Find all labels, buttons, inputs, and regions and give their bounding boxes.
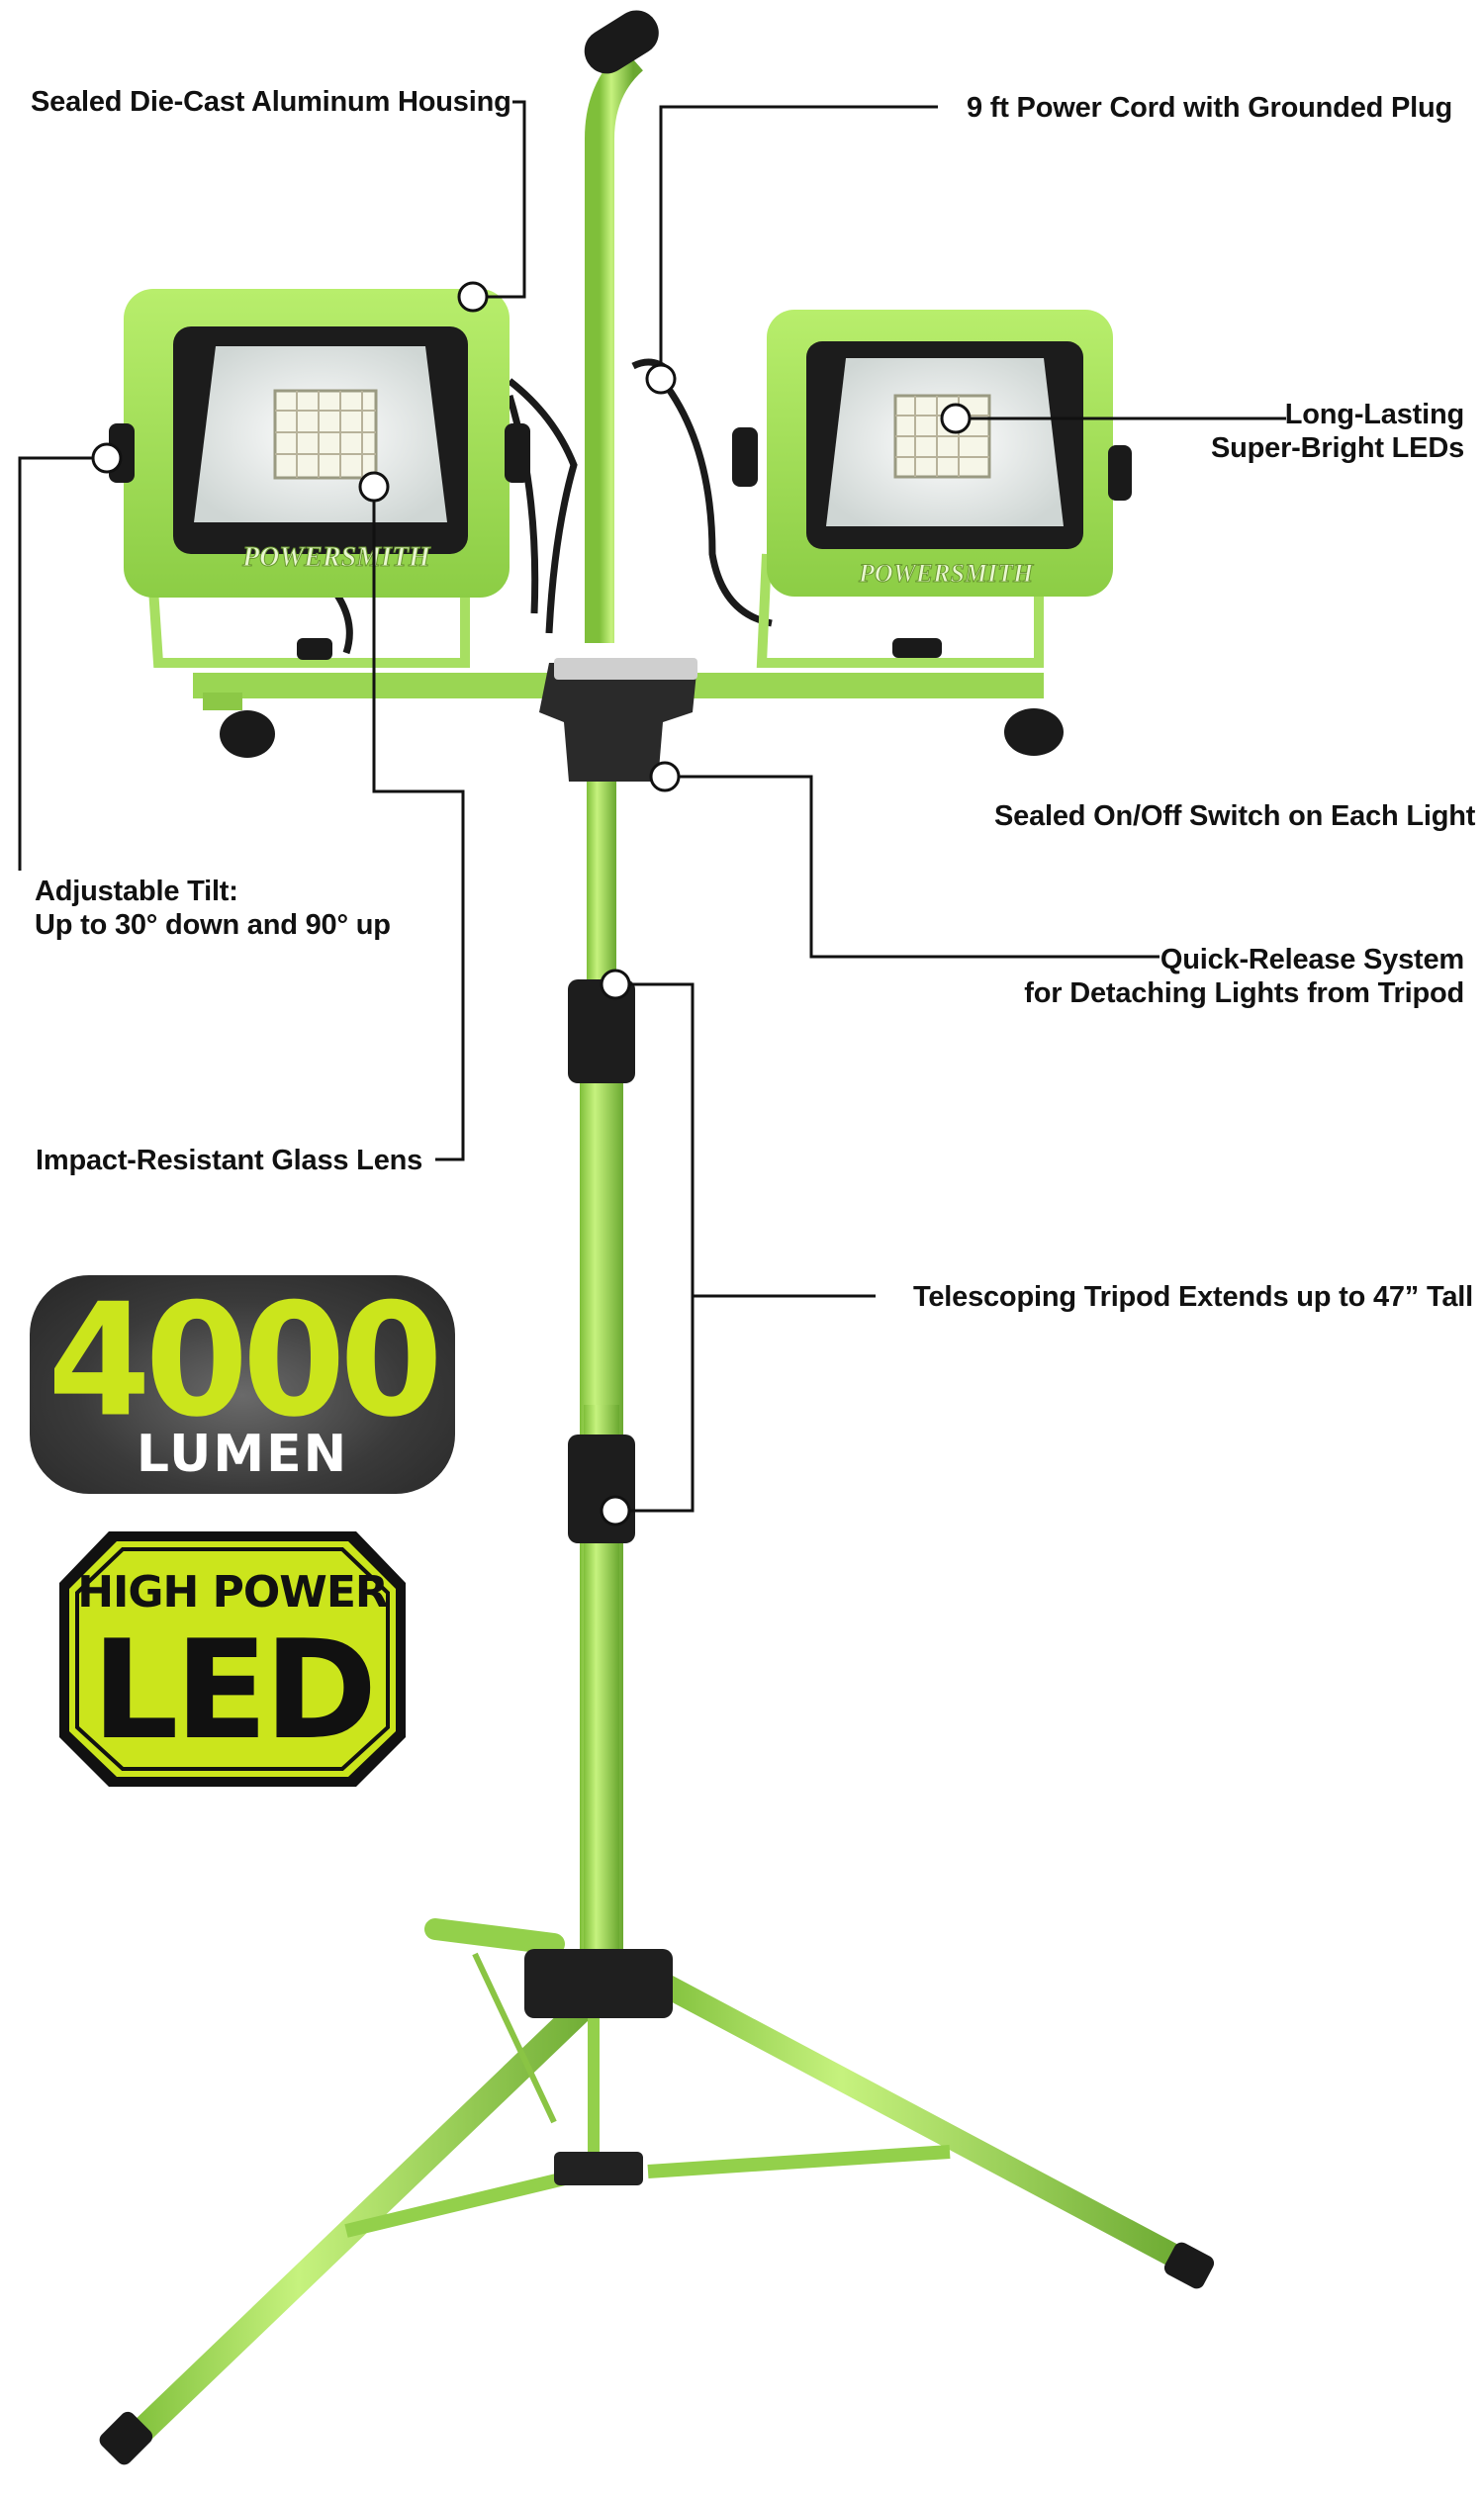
callout-lens: Impact-Resistant Glass Lens bbox=[36, 1145, 423, 1176]
right-light-brand-logo: POWERSMITH bbox=[858, 559, 1034, 588]
callout-leds: Long-Lasting Super-Bright LEDs bbox=[1148, 398, 1464, 465]
high-power-led-badge-frame bbox=[59, 1531, 406, 1787]
lumen-value: 4000 bbox=[47, 1270, 442, 1452]
led-badge-big-text: LED bbox=[91, 1611, 378, 1770]
carry-handle bbox=[584, 10, 659, 643]
callout-power-cord: 9 ft Power Cord with Grounded Plug bbox=[967, 92, 1453, 124]
high-power-led-badge: HIGH POWER LED bbox=[59, 1531, 406, 1787]
callout-leds-line2: Super-Bright LEDs bbox=[1211, 432, 1464, 464]
callout-tripod: Telescoping Tripod Extends up to 47” Tal… bbox=[913, 1281, 1473, 1313]
crossbar bbox=[193, 658, 1064, 782]
callout-switch: Sealed On/Off Switch on Each Light bbox=[994, 800, 1476, 832]
left-light-brand-logo: POWERSMITH bbox=[241, 542, 431, 573]
callout-tilt-line2: Up to 30° down and 90° up bbox=[35, 909, 391, 941]
lumen-unit: LUMEN bbox=[136, 1425, 349, 1484]
callout-quick-release: Quick-Release System for Detaching Light… bbox=[970, 943, 1464, 1010]
callout-quick-release-line2: for Detaching Lights from Tripod bbox=[1024, 977, 1464, 1009]
callout-housing: Sealed Die-Cast Aluminum Housing bbox=[31, 86, 511, 118]
right-light-head: POWERSMITH bbox=[732, 310, 1132, 668]
telescoping-pole bbox=[524, 762, 673, 2018]
callout-leader-lines bbox=[18, 100, 1286, 1513]
led-badge-top-text: HIGH POWER bbox=[77, 1567, 389, 1618]
callout-tilt: Adjustable Tilt: Up to 30° down and 90° … bbox=[35, 875, 391, 942]
callout-markers bbox=[91, 281, 972, 1527]
callout-tilt-line1: Adjustable Tilt: bbox=[35, 876, 238, 907]
callout-leds-line1: Long-Lasting bbox=[1284, 399, 1464, 430]
left-light-head: POWERSMITH bbox=[109, 289, 530, 668]
lumen-badge: 4000 LUMEN bbox=[30, 1275, 455, 1494]
callout-quick-release-line1: Quick-Release System bbox=[1159, 944, 1464, 975]
